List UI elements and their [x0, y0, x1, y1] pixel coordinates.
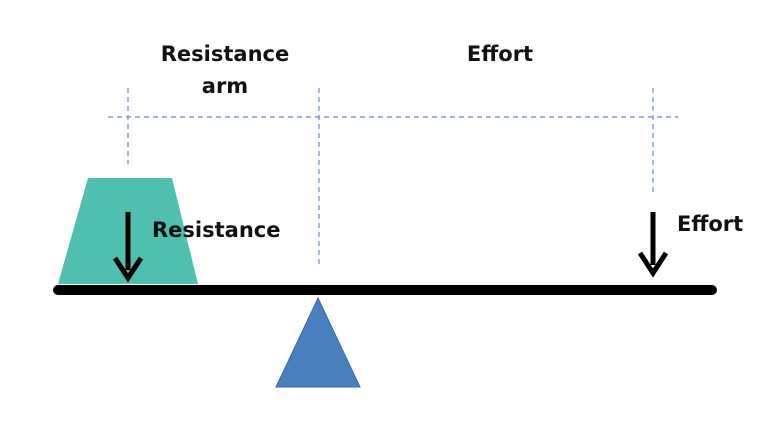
effort-label: Effort: [677, 212, 744, 236]
resistance-arm-title: Resistance arm: [140, 38, 310, 102]
resistance-label: Resistance: [152, 218, 281, 242]
resistance-arrow-icon: [112, 212, 144, 283]
arm-guide-lines: [108, 88, 678, 268]
resistance-arm-title-line1: Resistance: [160, 42, 290, 66]
effort-arrow-icon: [637, 212, 669, 278]
effort-arm-title: Effort: [466, 42, 534, 66]
resistance-arm-title-line2: arm: [201, 74, 249, 98]
fulcrum: [275, 296, 361, 388]
